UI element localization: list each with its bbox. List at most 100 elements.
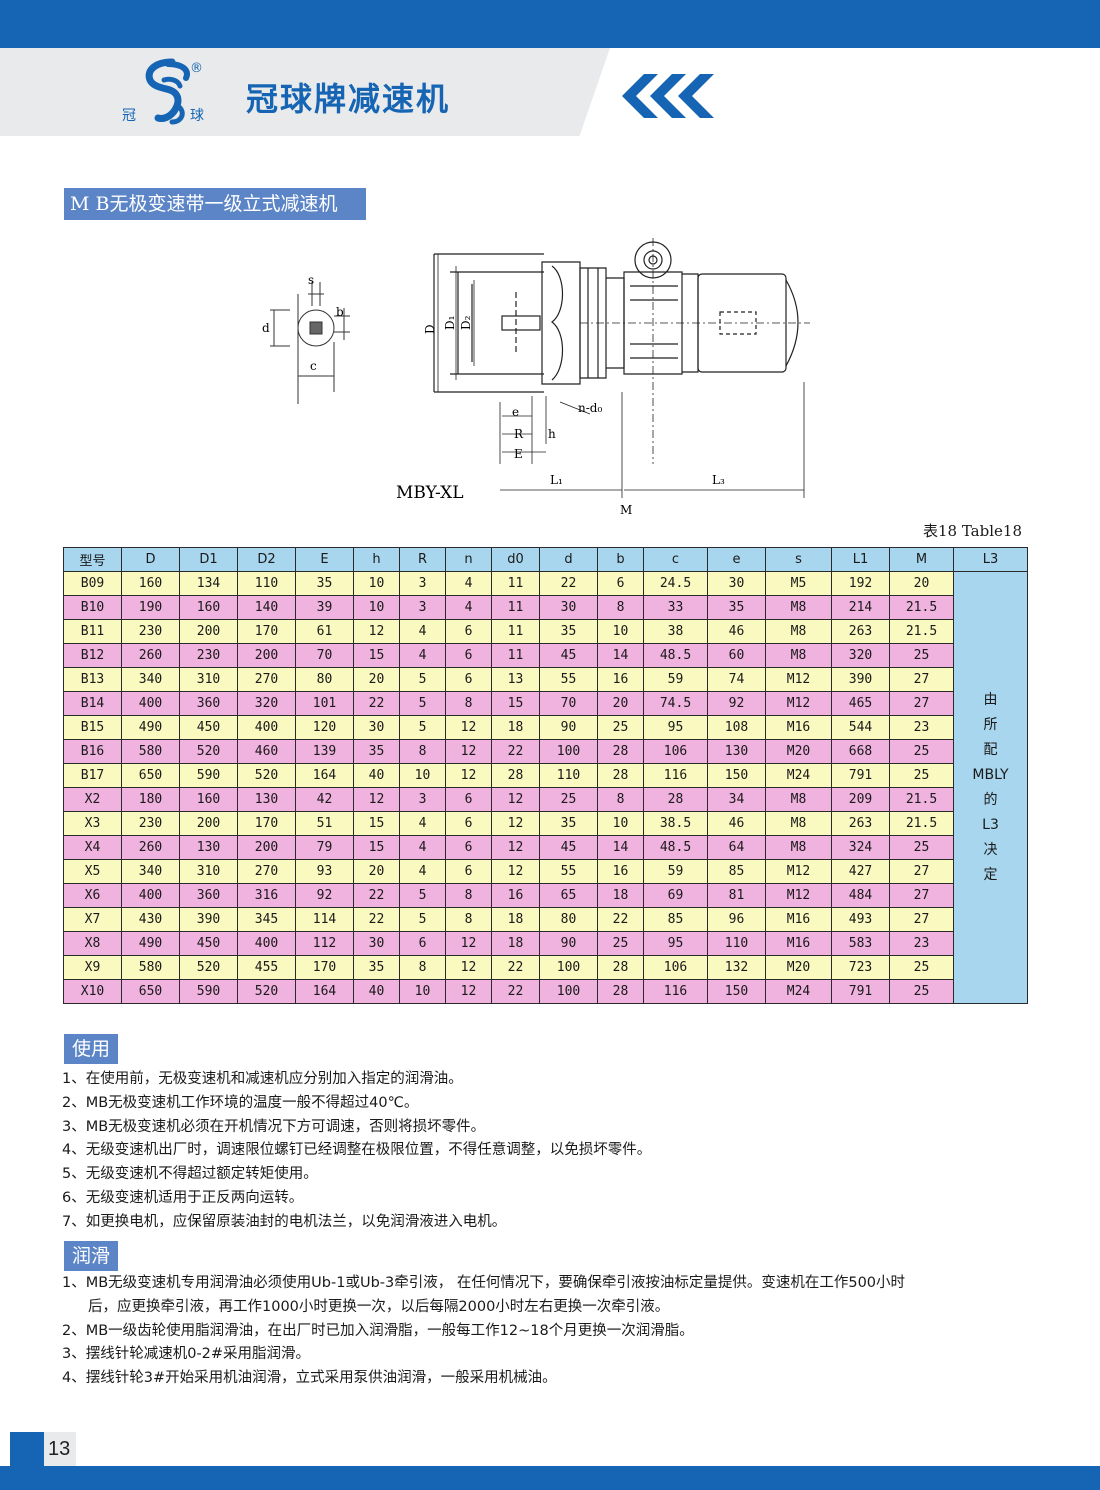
- table-cell: 8: [445, 883, 492, 908]
- table-cell: 35: [353, 739, 400, 764]
- l3-note-line: L3: [982, 816, 999, 833]
- table-cell: 22: [491, 739, 540, 764]
- model-cell: X8: [63, 931, 122, 956]
- reducer-outline: [433, 238, 810, 464]
- table-cell: 30: [539, 595, 598, 620]
- table-cell: 400: [121, 883, 180, 908]
- table-cell: 25: [889, 739, 954, 764]
- lubrication-item: 1、MB无级变速机专用润滑油必须使用Ub-1或Ub-3牵引液， 在任何情况下，要…: [62, 1275, 906, 1291]
- table-cell: M8: [765, 619, 832, 644]
- table-cell: 520: [237, 979, 296, 1004]
- table-cell: M8: [765, 643, 832, 668]
- table-cell: 18: [491, 931, 540, 956]
- technical-drawing: s b d c: [262, 238, 810, 517]
- table-cell: 270: [237, 859, 296, 884]
- table-cell: 85: [707, 859, 766, 884]
- usage-item: 5、无级变速机不得超过额定转矩使用。: [62, 1166, 318, 1183]
- lubrication-item: 4、摆线针轮3#开始采用机油润滑，立式采用泵供油润滑，一般采用机械油。: [62, 1370, 557, 1387]
- dim-c-label: c: [310, 359, 317, 373]
- table-caption: 表18 Table18: [922, 522, 1022, 540]
- table-cell: 12: [491, 835, 540, 860]
- table-cell: 35: [707, 595, 766, 620]
- table-cell: M20: [765, 739, 832, 764]
- table-cell: 316: [237, 883, 296, 908]
- top-bar: [0, 0, 1100, 48]
- table-cell: 8: [399, 955, 446, 980]
- shaft-section-detail: [270, 282, 350, 404]
- table-cell: 15: [353, 811, 400, 836]
- table-cell: 28: [597, 979, 644, 1004]
- table-cell: 11: [491, 571, 540, 596]
- dim-D-label: D: [423, 324, 437, 334]
- spec-table: 型号 D D1 D2 E h R n d0 d b c e s L1 M L3 …: [63, 547, 1028, 1004]
- table-cell: 10: [597, 619, 644, 644]
- table-cell: 23: [889, 715, 954, 740]
- table-cell: 200: [179, 811, 238, 836]
- table-cell: 27: [889, 859, 954, 884]
- table-cell: 4: [445, 595, 492, 620]
- table-cell: 70: [539, 691, 598, 716]
- table-cell: 48.5: [643, 835, 708, 860]
- model-cell: X10: [63, 979, 122, 1004]
- table-cell: 42: [295, 787, 354, 812]
- table-cell: 28: [643, 787, 708, 812]
- table-cell: 18: [491, 715, 540, 740]
- table-cell: 65: [539, 883, 598, 908]
- table-cell: 345: [237, 907, 296, 932]
- table-cell: 320: [237, 691, 296, 716]
- table-cell: 8: [597, 787, 644, 812]
- l3-note-line: MBLY: [972, 766, 1009, 783]
- model-cell: B10: [63, 595, 122, 620]
- table-cell: 5: [399, 883, 446, 908]
- table-cell: 12: [445, 955, 492, 980]
- table-cell: 8: [445, 907, 492, 932]
- table-cell: 4: [399, 811, 446, 836]
- table-cell: 200: [237, 835, 296, 860]
- table-cell: 6: [445, 619, 492, 644]
- table-cell: 650: [121, 763, 180, 788]
- table-cell: 11: [491, 595, 540, 620]
- table-cell: 13: [491, 667, 540, 692]
- table-cell: 520: [179, 955, 238, 980]
- table-cell: 12: [353, 619, 400, 644]
- table-cell: 112: [295, 931, 354, 956]
- table-cell: 22: [353, 907, 400, 932]
- table-cell: 27: [889, 667, 954, 692]
- dimension-lines: [437, 254, 805, 498]
- table-cell: 270: [237, 667, 296, 692]
- table-cell: 27: [889, 907, 954, 932]
- col-header: D: [121, 547, 180, 572]
- lubrication-item: 2、MB一级齿轮使用脂润滑油，在出厂时已加入润滑脂，一般每工作12~18个月更换…: [62, 1322, 694, 1339]
- table-cell: M12: [765, 883, 832, 908]
- bottom-bar: [0, 1466, 1100, 1490]
- table-cell: 164: [295, 763, 354, 788]
- table-cell: 22: [597, 907, 644, 932]
- table-cell: 340: [121, 667, 180, 692]
- brand-logo: 冠 球 ®: [122, 58, 204, 125]
- usage-item: 2、MB无极变速机工作环境的温度一般不得超过40℃。: [62, 1094, 419, 1111]
- model-cell: B11: [63, 619, 122, 644]
- table-cell: 20: [889, 571, 954, 596]
- table-cell: 70: [295, 643, 354, 668]
- table-cell: M8: [765, 835, 832, 860]
- table-cell: 93: [295, 859, 354, 884]
- table-cell: 80: [295, 667, 354, 692]
- l3-note-line: 定: [983, 866, 998, 883]
- col-header: R: [399, 547, 446, 572]
- table-cell: 130: [237, 787, 296, 812]
- table-cell: 192: [831, 571, 890, 596]
- table-cell: 4: [399, 859, 446, 884]
- model-cell: X9: [63, 955, 122, 980]
- col-header: E: [295, 547, 354, 572]
- table-cell: 55: [539, 667, 598, 692]
- table-cell: 4: [399, 643, 446, 668]
- table-cell: 190: [121, 595, 180, 620]
- table-cell: 390: [831, 667, 890, 692]
- table-cell: 25: [889, 763, 954, 788]
- table-cell: 69: [643, 883, 708, 908]
